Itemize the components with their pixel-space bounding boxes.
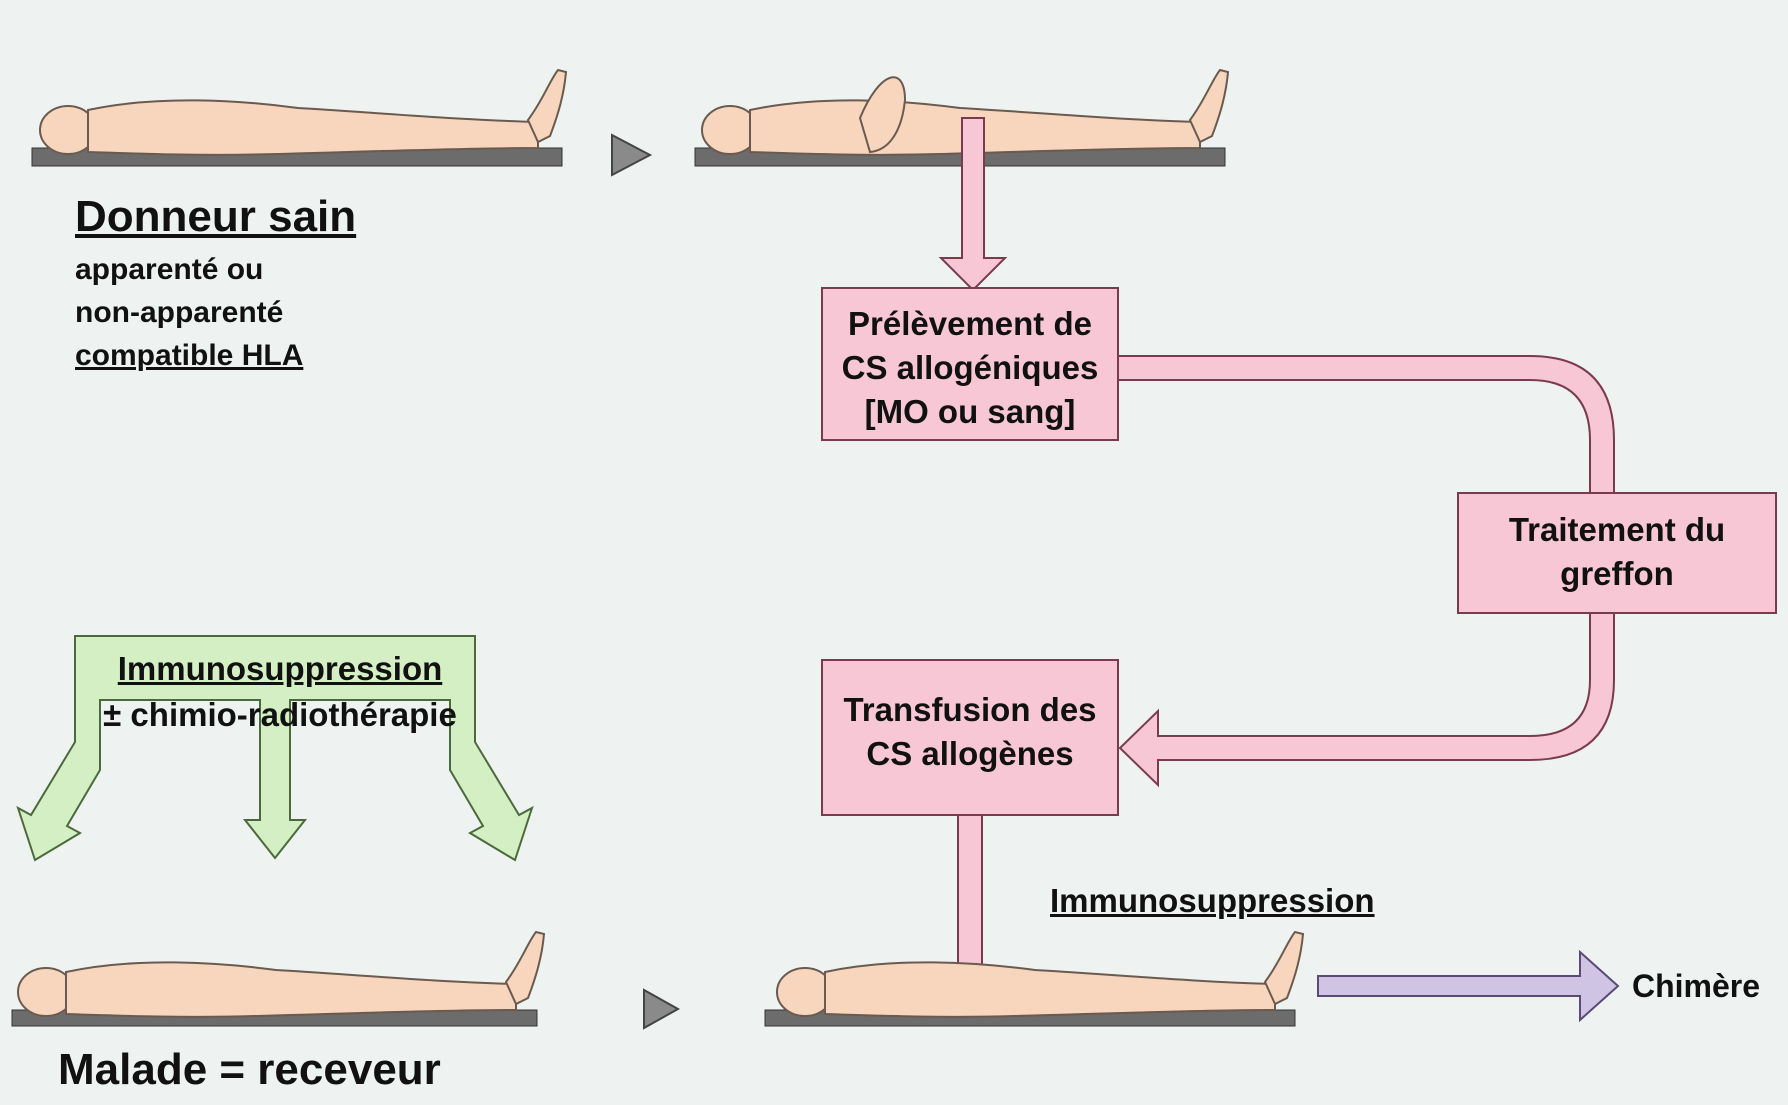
collection-line-2: CS allogéniques	[822, 346, 1118, 390]
play-arrow-icon	[644, 990, 678, 1028]
treatment-line-1: Traitement du	[1458, 508, 1776, 552]
collection-line-1: Prélèvement de	[822, 302, 1118, 346]
donor-line-1: apparenté ou	[75, 253, 263, 288]
conditioning-line-1: Immunosuppression	[70, 646, 490, 692]
conditioning-line-2: ± chimio-radiothérapie	[70, 692, 490, 738]
transfusion-line-1: Transfusion des	[822, 688, 1118, 732]
transfusion-line-2: CS allogènes	[822, 732, 1118, 776]
patient-figure	[12, 932, 544, 1026]
graft-flow-band-top	[1118, 356, 1614, 493]
treatment-box-text: Traitement du greffon	[1458, 508, 1776, 596]
collection-line-3: [MO ou sang]	[822, 390, 1118, 434]
conditioning-box-text: Immunosuppression ± chimio-radiothérapie	[70, 646, 490, 738]
donor-line-2: non-apparenté	[75, 296, 283, 331]
recipient-figure	[765, 932, 1303, 1026]
outcome-label: Chimère	[1632, 968, 1760, 1005]
donor-figure	[32, 70, 566, 166]
patient-title: Malade = receveur	[58, 1045, 441, 1096]
play-arrow-icon	[612, 135, 650, 175]
donor-title: Donneur sain	[75, 192, 356, 243]
transfusion-box-text: Transfusion des CS allogènes	[822, 688, 1118, 776]
donor-line-3: compatible HLA	[75, 339, 303, 374]
graft-flow-band-bottom	[1120, 613, 1614, 785]
post-graft-immunosuppression: Immunosuppression	[1050, 882, 1375, 920]
collection-box-text: Prélèvement de CS allogéniques [MO ou sa…	[822, 302, 1118, 434]
chimera-arrow	[1318, 952, 1618, 1020]
treatment-line-2: greffon	[1458, 552, 1776, 596]
